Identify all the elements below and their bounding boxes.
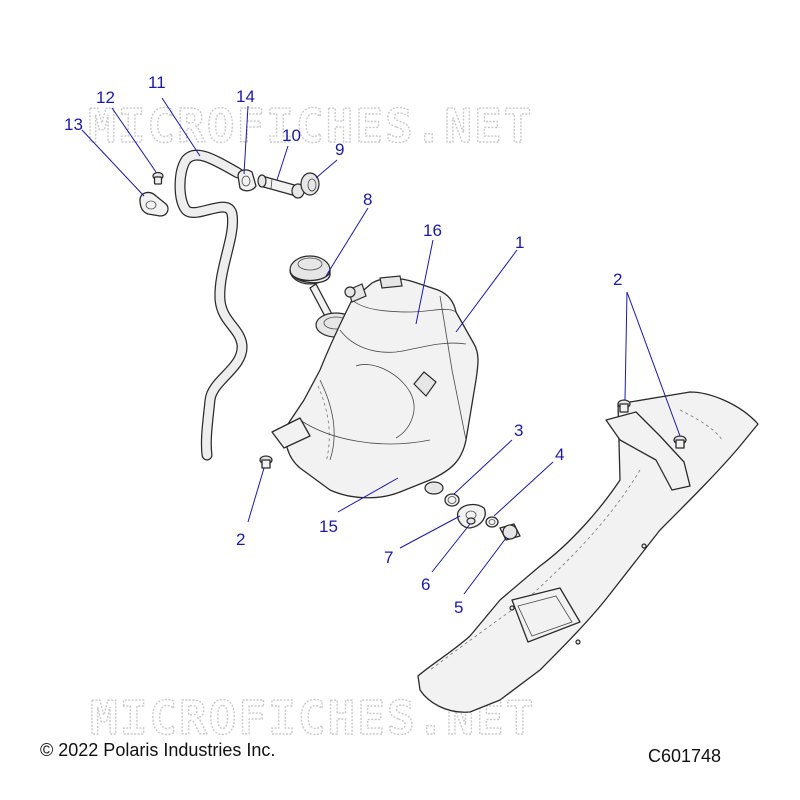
tank-panel <box>417 391 759 713</box>
drain-plug <box>499 523 521 541</box>
callout-4: 4 <box>555 445 564 464</box>
oil-tank <box>271 275 479 499</box>
flange-fitting <box>456 503 486 529</box>
callout-11: 11 <box>148 73 166 92</box>
rivet <box>152 171 164 185</box>
vent-hose <box>174 149 248 461</box>
bolt-right-lower <box>673 435 687 449</box>
callout-labels: 1 16 8 9 10 14 11 12 13 2 15 3 4 7 6 5 2 <box>64 73 622 617</box>
hose-clamp <box>237 169 257 192</box>
watermark-top: MICROFICHES.NET <box>88 99 533 153</box>
callout-9: 9 <box>335 140 344 159</box>
callout-10: 10 <box>282 126 301 145</box>
grommet <box>300 172 320 196</box>
drawing-number: C601748 <box>648 746 722 766</box>
callout-6: 6 <box>421 575 430 594</box>
callout-14: 14 <box>236 87 255 106</box>
washer <box>485 516 499 528</box>
bolt-left <box>259 455 273 469</box>
callout-5: 5 <box>454 598 463 617</box>
hose-clip-left <box>139 191 169 217</box>
callout-1: 1 <box>515 233 524 252</box>
leader-lines <box>81 97 681 595</box>
callout-13: 13 <box>64 115 83 134</box>
callout-8: 8 <box>363 190 372 209</box>
callout-15: 15 <box>319 517 338 536</box>
callout-16: 16 <box>423 221 442 240</box>
callout-7: 7 <box>384 548 393 567</box>
flange-bolt <box>466 517 476 525</box>
callout-12: 12 <box>96 88 115 107</box>
callout-2-right: 2 <box>613 270 622 289</box>
callout-3: 3 <box>514 421 523 440</box>
callout-2-left: 2 <box>236 530 245 549</box>
bolt-right-upper <box>617 399 631 413</box>
o-ring <box>444 493 460 507</box>
copyright-text: © 2022 Polaris Industries Inc. <box>40 740 276 760</box>
hose-fitting <box>257 174 305 199</box>
